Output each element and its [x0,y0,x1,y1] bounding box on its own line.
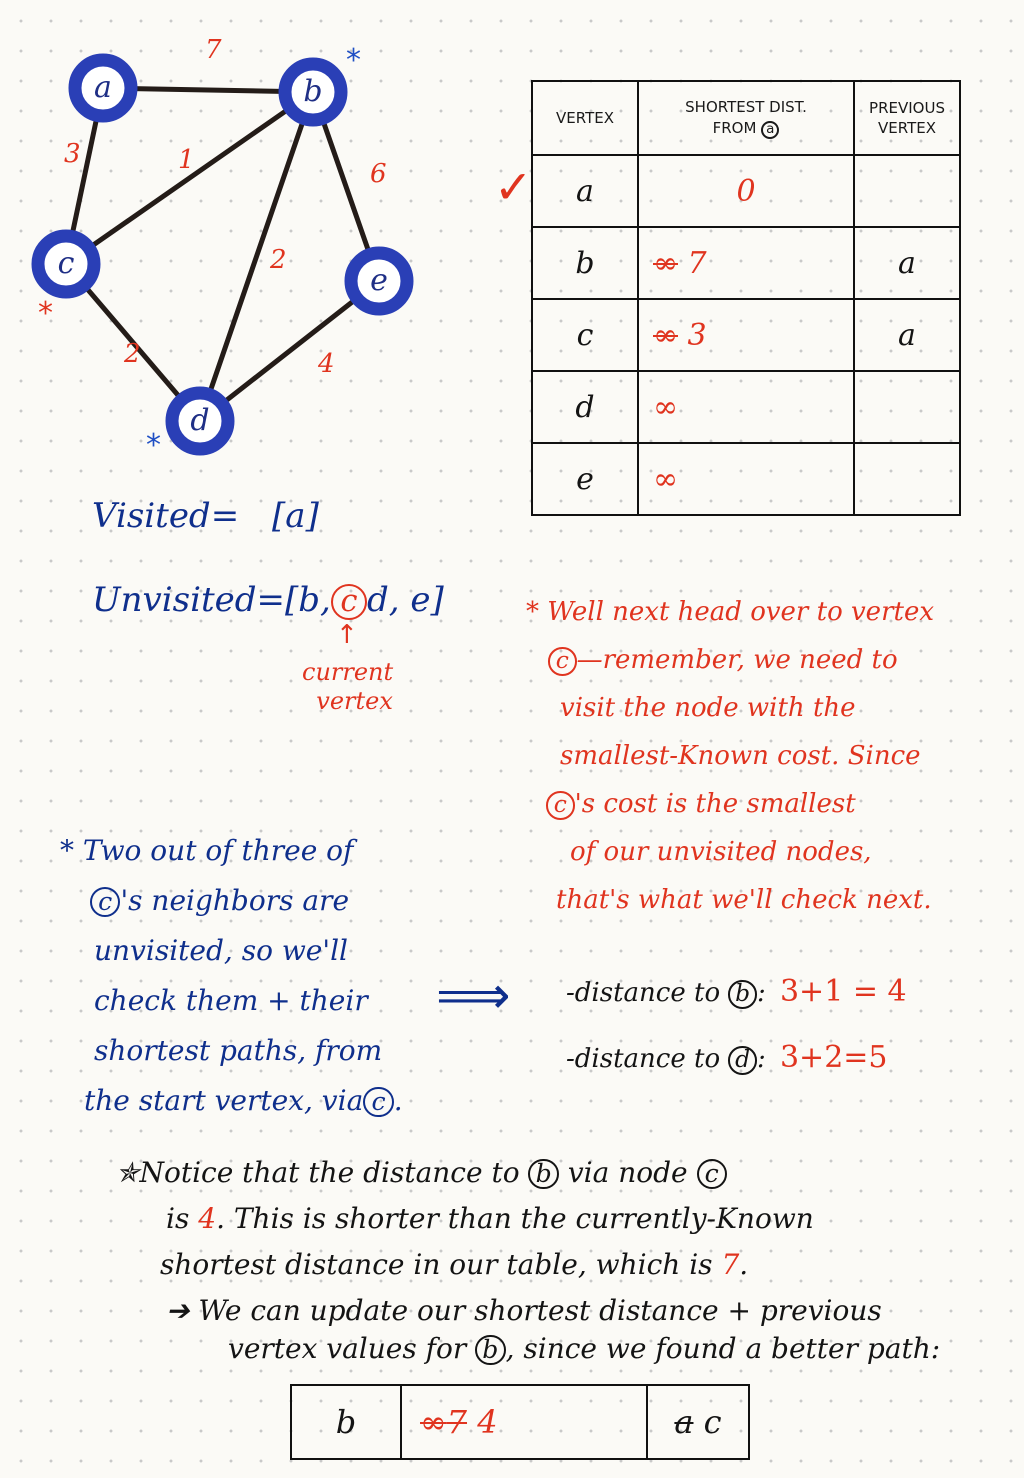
node-d: d [165,386,235,456]
red-note: * Well next head over to vertex c—rememb… [526,597,934,915]
circled-c: c [548,647,577,676]
header-shortest-dist: SHORTEST DIST. FROM a [637,80,855,156]
star-mark-b: * [346,43,361,78]
node-label-b: b [303,74,322,109]
node-circle [31,229,101,299]
right-arrow-icon: ➔ [166,1294,190,1327]
edge-weight-b-e: 6 [370,159,387,189]
unvisited-label: Unvisited [92,580,257,620]
header-previous-vertex: PREVIOUS VERTEX [853,80,961,156]
star-mark-d: * [146,428,161,463]
update-vertex: b [290,1384,402,1460]
table-row: b ∞7 4 a c [290,1384,750,1460]
current-vertex-circle: c [330,584,367,621]
row-dist: ∞ [653,389,678,425]
row-prev [853,370,961,444]
row-vertex: d [531,370,639,444]
node-c: c [31,229,101,299]
row-old-dist: ∞ [653,245,678,281]
node-circle [278,57,348,127]
circled-b: b [528,1159,559,1190]
table-row: b ∞ 7 a [531,226,961,300]
updated-row-table: b ∞7 4 a c [290,1384,750,1460]
row-prev: a [853,226,961,300]
header-vertex: VERTEX [531,80,639,156]
edge-weight-d-e: 4 [317,349,335,379]
row-prev [853,154,961,228]
node-label-c: c [58,246,75,281]
row-old-dist: ∞ [653,317,678,353]
graph-nodes: a b c d e [31,53,414,456]
circled-c: c [363,1087,394,1118]
circled-d: d [728,1046,757,1075]
distance-table: VERTEX SHORTEST DIST. FROM a PREVIOUS VE… [531,80,961,516]
row-dist: 0 [736,173,756,209]
edge-c-b [63,89,316,267]
star-mark-c: * [38,296,53,331]
table-row: d ∞ [531,370,961,444]
node-label-d: d [190,403,209,438]
node-circle [344,246,414,316]
table-row: e ∞ [531,442,961,516]
node-e: e [344,246,414,316]
check-mark-icon: ✓ [494,160,533,214]
row-dist: 7 [687,245,707,281]
bottom-note: ✯Notice that the distance to b via node … [116,1156,941,1366]
visited-items: a [285,496,306,536]
row-vertex: c [531,298,639,372]
circled-a: a [761,120,780,139]
circled-c: c [546,791,575,820]
edge-weight-c-b: 1 [178,145,195,175]
table-header-row: VERTEX SHORTEST DIST. FROM a PREVIOUS VE… [531,80,961,156]
circled-b: b [475,1335,506,1366]
row-dist: 3 [687,317,707,353]
visited-label: Visited [92,496,211,536]
circled-c: c [696,1159,727,1190]
circled-c: c [90,887,121,918]
blue-note: * Two out of three of c's neighbors are … [60,834,403,1118]
row-vertex: e [531,442,639,516]
node-circle [68,53,138,123]
visited-list: Visited= [a] [92,496,319,536]
row-vertex: a [531,154,639,228]
row-prev: a [853,298,961,372]
double-arrow-icon: ⟹ [436,966,511,1026]
row-dist: ∞ [653,461,678,497]
row-vertex: b [531,226,639,300]
update-prev: a c [646,1384,750,1460]
edge-weight-b-d: 2 [269,245,287,275]
distance-to-b: -distance to b: 3+1 = 4 [566,974,907,1009]
update-dist: ∞7 4 [400,1384,648,1460]
table-row: a 0 [531,154,961,228]
up-arrow-icon: ↑ [336,620,358,650]
table-row: c ∞ 3 a [531,298,961,372]
distance-to-d: -distance to d: 3+2=5 [566,1040,888,1075]
edge-weight-c-d: 2 [123,339,141,369]
row-prev [853,442,961,516]
graph-diagram: 7 3 1 2 6 2 4 a b c d e * * * [31,35,414,463]
edge-weight-a-c: 3 [64,139,81,169]
node-b: b [278,57,348,127]
node-circle [165,386,235,456]
circled-b: b [728,980,757,1009]
node-a: a [68,53,138,123]
node-label-e: e [370,263,388,298]
edge-a-b [100,85,316,95]
edge-weight-a-b: 7 [205,35,222,65]
edge-weights: 7 3 1 2 6 2 4 [64,35,387,379]
edge-b-d [197,89,316,424]
node-label-a: a [94,70,112,105]
edge-d-e [197,278,382,424]
